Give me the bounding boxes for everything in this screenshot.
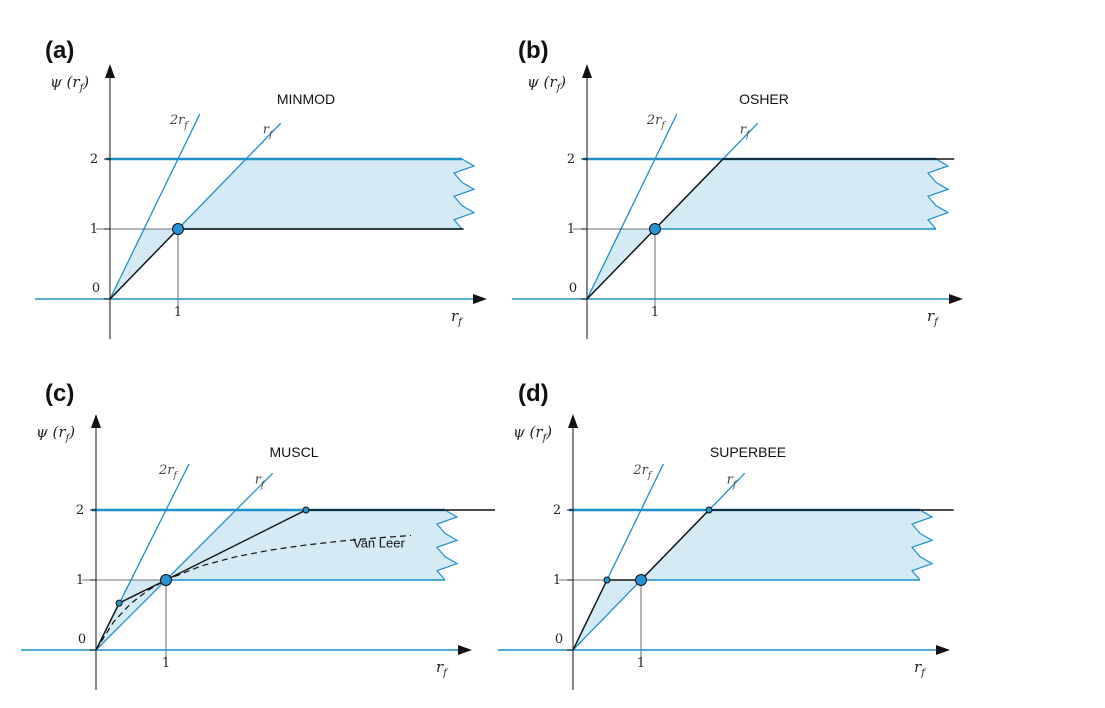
y-tick-label: 0	[555, 632, 563, 647]
x-tick-label: 1	[637, 656, 645, 671]
scheme-title: SUPERBEE	[710, 444, 786, 460]
ref-label-r-sub: f	[260, 480, 266, 490]
y-axis-label: ψ (rf)	[513, 423, 552, 444]
y-tick-label: 2	[553, 503, 561, 518]
y-axis-label-sub: f	[79, 83, 86, 94]
ref-label-r: rf	[740, 122, 751, 140]
y-axis-arrow	[91, 414, 101, 428]
ref-label-2r-sub: f	[660, 121, 666, 131]
x-axis-label-sub: f	[933, 317, 940, 328]
y-tick-label: 0	[569, 281, 577, 296]
x-tick-label: 1	[162, 656, 170, 671]
x-axis-arrow	[458, 645, 472, 655]
x-axis-label: rf	[927, 307, 940, 328]
panel-label: (c)	[45, 380, 74, 407]
tvd-region-edge	[435, 509, 459, 581]
limiter-marker	[603, 576, 611, 584]
y-tick-label: 1	[76, 573, 84, 588]
limiter-marker	[172, 223, 184, 235]
y-axis-label-sub: f	[65, 433, 72, 444]
y-axis-label-close: )	[559, 73, 566, 91]
x-axis-label: rf	[436, 658, 449, 679]
y-axis-label-close: )	[68, 423, 75, 441]
y-tick-label: 1	[567, 222, 575, 237]
limiter-marker	[649, 223, 661, 235]
ref-label-2r: 2rf	[646, 113, 667, 131]
x-axis-arrow	[949, 294, 963, 304]
y-axis-label-r: r	[549, 73, 557, 91]
y-tick-label: 2	[567, 152, 575, 167]
ref-label-r: rf	[263, 122, 274, 140]
y-axis-label-r: r	[535, 423, 543, 441]
y-axis-label-r: r	[58, 423, 66, 441]
ref-line-2r	[586, 113, 678, 300]
y-axis-label-r: r	[72, 73, 80, 91]
y-axis-label: ψ (rf)	[527, 73, 566, 94]
ref-label-2r: 2rf	[169, 113, 190, 131]
tvd-region-edge	[910, 509, 934, 581]
y-tick-label: 1	[90, 222, 98, 237]
limiter-marker	[160, 574, 172, 586]
x-axis-arrow	[936, 645, 950, 655]
vanleer-curve	[95, 534, 412, 651]
panel-label: (d)	[518, 380, 549, 407]
ref-label-r-sub: f	[732, 480, 738, 490]
tvd-region-edge	[926, 158, 950, 230]
ref-line-2r	[109, 113, 201, 300]
y-tick-label: 0	[78, 632, 86, 647]
limiter-marker	[302, 506, 310, 514]
y-tick-label: 1	[553, 573, 561, 588]
y-axis-label-close: )	[82, 73, 89, 91]
y-axis-arrow	[568, 414, 578, 428]
y-axis-label-sub: f	[556, 83, 563, 94]
ref-label-2r-sub: f	[173, 471, 179, 481]
y-axis-label-close: )	[545, 423, 552, 441]
panel-label: (a)	[45, 37, 74, 64]
ref-label-r: rf	[727, 472, 738, 490]
vanleer-label: Van Leer	[353, 535, 405, 550]
ref-label-2r-sub: f	[647, 471, 653, 481]
limiter-marker	[115, 599, 123, 607]
limiter-marker	[635, 574, 647, 586]
limiter-line	[586, 158, 955, 300]
y-axis-label-sub: f	[542, 433, 549, 444]
scheme-title: MUSCL	[269, 444, 318, 460]
x-axis-label-sub: f	[442, 668, 449, 679]
x-axis-label: rf	[451, 307, 464, 328]
x-axis-arrow	[473, 294, 487, 304]
scheme-title: OSHER	[739, 91, 789, 107]
x-tick-label: 1	[651, 305, 659, 320]
y-axis-label: ψ (rf)	[36, 423, 75, 444]
x-tick-label: 1	[174, 305, 182, 320]
limiter-marker	[705, 506, 713, 514]
y-tick-label: 2	[90, 152, 98, 167]
ref-label-2r: 2rf	[632, 463, 653, 481]
x-axis-label-sub: f	[920, 668, 927, 679]
y-axis-label: ψ (rf)	[50, 73, 89, 94]
ref-label-2r-sub: f	[183, 121, 189, 131]
ref-label-r-sub: f	[268, 130, 274, 140]
ref-label-r: rf	[255, 472, 266, 490]
ref-label-2r: 2rf	[158, 463, 179, 481]
y-axis-arrow	[105, 64, 115, 78]
y-axis-arrow	[582, 64, 592, 78]
tvd-region-edge	[452, 158, 476, 230]
panel-label: (b)	[518, 37, 549, 64]
y-tick-label: 0	[92, 281, 100, 296]
ref-line-r	[95, 472, 274, 651]
scheme-title: MINMOD	[277, 91, 335, 107]
y-tick-label: 2	[76, 503, 84, 518]
x-axis-label-sub: f	[457, 317, 464, 328]
ref-label-r-sub: f	[745, 130, 751, 140]
x-axis-label: rf	[914, 658, 927, 679]
